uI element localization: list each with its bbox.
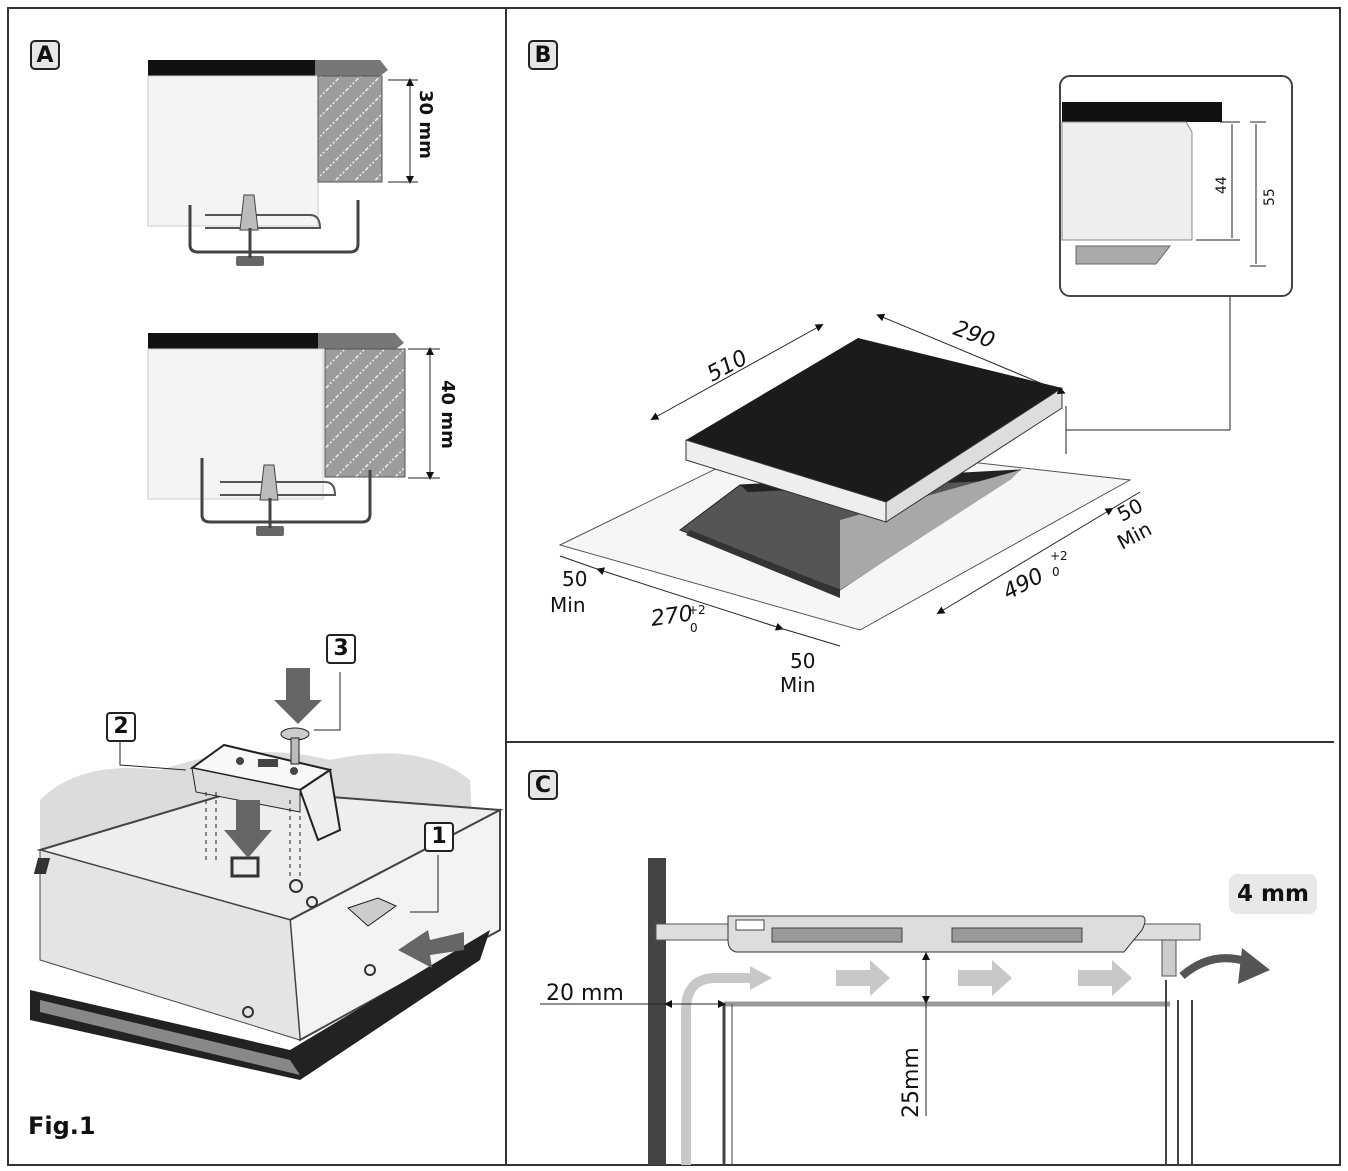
inset-dimension-55: 55 [1262,188,1278,206]
clearance-left-value: 50 [562,567,587,591]
clearance-front-unit: Min [780,673,816,697]
under-clearance-25mm: 25mm [899,1047,924,1118]
side-clearance-20mm: 20 mm [546,981,624,1006]
dimension-490-tol-upper: +2 [1050,549,1068,563]
figure-caption: Fig.1 [28,1112,96,1140]
clearance-right-unit: Min [1113,517,1156,555]
part-number-2: 2 [106,712,136,742]
clamp-assembly-illustration [30,668,504,1080]
outer-frame [7,7,1341,1166]
clearance-left-unit: Min [550,593,586,617]
bracket-detail-40mm [147,333,440,536]
cutout-dimensions-illustration [558,75,1293,647]
part-number-1: 1 [424,822,454,852]
dimension-510: 510 [703,346,752,388]
dimension-270-tol-lower: 0 [690,621,698,635]
dimension-270-tol-upper: +2 [688,603,706,617]
inset-dimension-44: 44 [1214,176,1230,194]
dimension-490: 490 [999,564,1048,606]
dimension-490-tol-lower: 0 [1052,565,1060,579]
clearance-front-value: 50 [790,649,815,673]
panel-label-b: B [528,40,558,70]
gap-badge-4mm: 4 mm [1229,874,1317,914]
panel-label-a: A [30,40,60,70]
dimension-270: 270 [649,601,694,632]
dimension-40mm: 40 mm [437,380,458,449]
panel-label-c: C [528,770,558,800]
part-number-3: 3 [326,634,356,664]
ventilation-illustration [540,858,1270,1165]
dimension-30mm: 30 mm [415,90,436,159]
bracket-detail-30mm [147,60,418,266]
